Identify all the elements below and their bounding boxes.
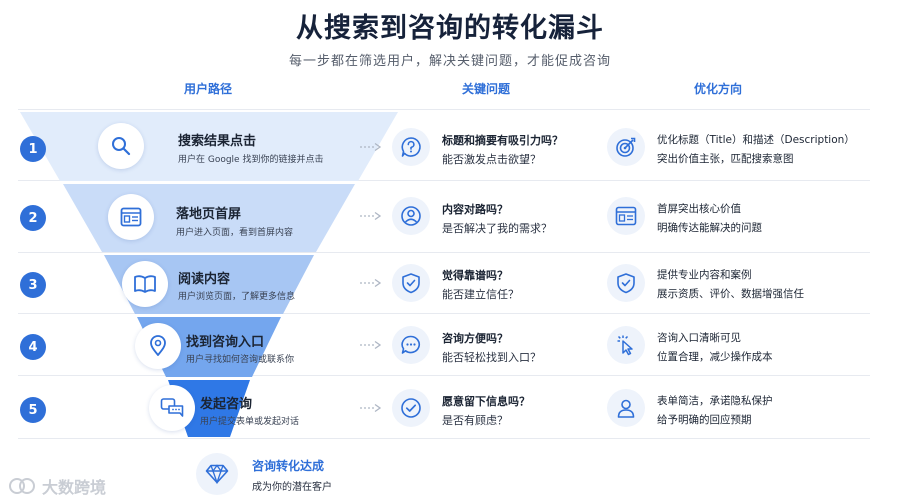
arrow-right-icon bbox=[360, 340, 382, 350]
target-icon bbox=[607, 128, 645, 166]
optimize-line-3a: 提供专业内容和案例 bbox=[657, 269, 752, 281]
arrow-right-icon bbox=[360, 403, 382, 413]
stage-title-5: 发起咨询 bbox=[200, 397, 253, 412]
final-outcome-desc: 成为你的潜在客户 bbox=[252, 482, 332, 493]
column-header-issues: 关键问题 bbox=[461, 82, 510, 96]
step-number-5: 5 bbox=[20, 397, 46, 423]
step-number-3: 3 bbox=[20, 272, 46, 298]
column-header-path: 用户路径 bbox=[183, 82, 232, 96]
row-divider bbox=[18, 180, 870, 181]
optimize-line-5a: 表单简洁，承诺隐私保护 bbox=[657, 395, 773, 407]
question-desc-3: 能否建立信任？ bbox=[442, 288, 519, 301]
question-title-5: 愿意留下信息吗？ bbox=[442, 395, 530, 408]
optimize-line-5b: 给予明确的回应预期 bbox=[657, 414, 752, 426]
optimize-line-4a: 咨询入口清晰可见 bbox=[657, 332, 741, 344]
stage-desc-3: 用户浏览页面，了解更多信息 bbox=[178, 292, 296, 302]
arrow-right-icon bbox=[360, 142, 382, 152]
step-number-4: 4 bbox=[20, 334, 46, 360]
step-number-2: 2 bbox=[20, 205, 46, 231]
final-outcome-title: 咨询转化达成 bbox=[252, 459, 325, 473]
watermark-logo-icon bbox=[9, 478, 35, 494]
search-icon bbox=[98, 123, 144, 169]
optimize-line-1b: 突出价值主张，匹配搜索意图 bbox=[657, 153, 794, 165]
shield-icon bbox=[392, 264, 430, 302]
optimize-line-4b: 位置合理，减少操作成本 bbox=[657, 351, 773, 363]
arrow-right-icon bbox=[360, 211, 382, 221]
diamond-icon bbox=[196, 453, 238, 495]
stage-title-4: 找到咨询入口 bbox=[186, 335, 265, 350]
stage-desc-4: 用户寻找如何咨询或联系你 bbox=[186, 355, 295, 365]
page-title: 从搜索到咨询的转化漏斗 bbox=[296, 13, 604, 44]
question-title-1: 标题和摘要有吸引力吗？ bbox=[442, 134, 563, 147]
optimize-line-1a: 优化标题（Title）和描述（Description） bbox=[657, 134, 855, 146]
question-icon bbox=[392, 128, 430, 166]
book-icon bbox=[122, 261, 168, 307]
question-desc-4: 能否轻松找到入口？ bbox=[442, 351, 541, 364]
shield-icon bbox=[607, 264, 645, 302]
column-header-optimize: 优化方向 bbox=[693, 82, 742, 96]
location-pin-icon bbox=[135, 323, 181, 369]
row-divider bbox=[18, 313, 870, 314]
chat-bubbles-icon bbox=[149, 385, 195, 431]
row-divider bbox=[18, 109, 870, 110]
row-divider bbox=[18, 252, 870, 253]
optimize-line-3b: 展示资质、评价、数据增强信任 bbox=[657, 288, 804, 300]
person-icon bbox=[607, 389, 645, 427]
question-desc-1: 能否激发点击欲望？ bbox=[442, 153, 541, 166]
stage-title-2: 落地页首屏 bbox=[176, 207, 242, 222]
stage-title-3: 阅读内容 bbox=[178, 272, 231, 287]
stage-title-1: 搜索结果点击 bbox=[178, 134, 257, 149]
webpage-icon bbox=[108, 194, 154, 240]
stage-desc-2: 用户进入页面，看到首屏内容 bbox=[176, 228, 294, 238]
question-title-2: 内容对路吗？ bbox=[442, 203, 508, 216]
row-divider bbox=[18, 438, 870, 439]
question-desc-2: 是否解决了我的需求？ bbox=[442, 222, 552, 235]
stage-desc-5: 用户提交表单或发起对话 bbox=[200, 417, 300, 427]
optimize-line-2b: 明确传达能解决的问题 bbox=[657, 222, 762, 234]
optimize-line-2a: 首屏突出核心价值 bbox=[657, 203, 741, 215]
webpage-icon bbox=[607, 197, 645, 235]
watermark-text: 大数跨境 bbox=[42, 478, 107, 497]
row-divider bbox=[18, 375, 870, 376]
page-subtitle: 每一步都在筛选用户，解决关键问题，才能促成咨询 bbox=[288, 54, 611, 69]
question-title-3: 觉得靠谱吗？ bbox=[442, 269, 508, 282]
check-circle-icon bbox=[392, 389, 430, 427]
step-number-1: 1 bbox=[20, 136, 46, 162]
chat-icon bbox=[392, 326, 430, 364]
watermark: 大数跨境 bbox=[8, 474, 106, 498]
arrow-right-icon bbox=[360, 278, 382, 288]
question-title-4: 咨询方便吗？ bbox=[442, 332, 508, 345]
pointer-click-icon bbox=[607, 326, 645, 364]
stage-desc-1: 用户在 Google 找到你的链接并点击 bbox=[178, 155, 324, 165]
user-check-icon bbox=[392, 197, 430, 235]
question-desc-5: 是否有顾虑？ bbox=[442, 414, 508, 427]
